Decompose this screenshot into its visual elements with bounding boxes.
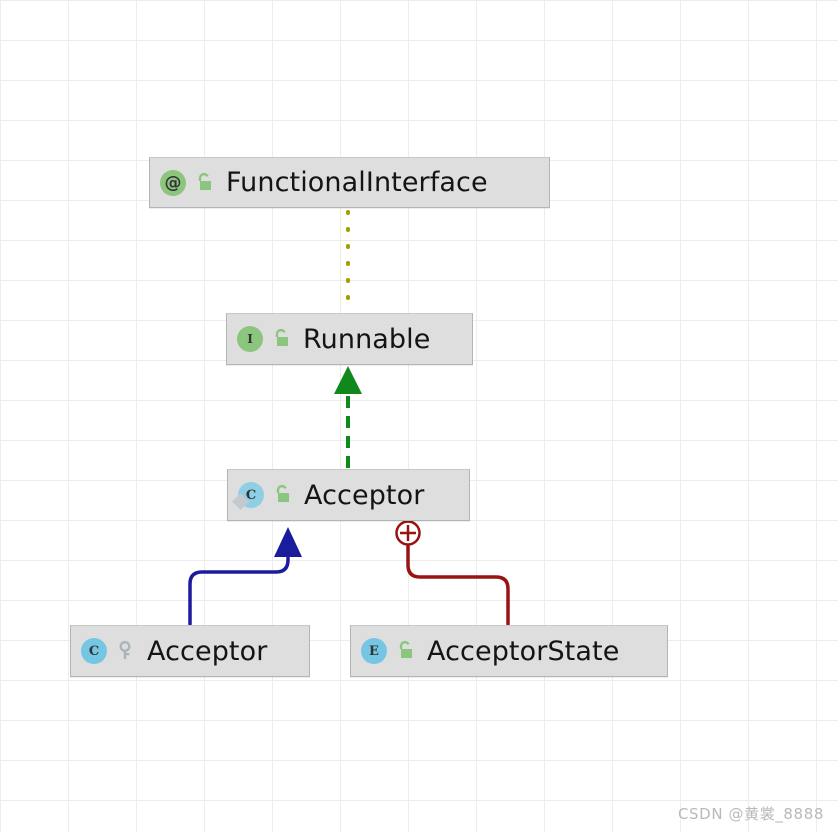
interface-icon: I (237, 326, 263, 352)
realization-arrowhead (334, 366, 362, 394)
class-icon: C (232, 482, 264, 510)
abstract-marker-icon (232, 493, 249, 510)
node-label: AcceptorState (427, 635, 620, 667)
node-runnable[interactable]: I Runnable (226, 313, 473, 365)
public-unlock-icon (194, 172, 214, 194)
enum-icon: E (361, 638, 387, 664)
node-label: Acceptor (304, 479, 425, 511)
node-label: Runnable (303, 323, 431, 355)
annotation-icon: @ (160, 169, 186, 196)
containment-circle (395, 520, 421, 546)
containment-line (406, 543, 510, 626)
node-acceptor-inner[interactable]: C Acceptor (70, 625, 310, 677)
public-unlock-icon (395, 640, 415, 662)
node-functional-interface[interactable]: @ FunctionalInterface (149, 157, 550, 208)
class-icon-glyph: C (81, 638, 107, 664)
enum-icon-glyph: E (361, 638, 387, 664)
generalization-arrowhead (274, 527, 302, 557)
public-unlock-icon (272, 484, 292, 506)
public-unlock-icon (271, 328, 291, 350)
annotation-icon-glyph: @ (160, 169, 186, 196)
node-label: Acceptor (147, 635, 268, 667)
node-acceptor-class[interactable]: C Acceptor (227, 469, 470, 521)
edge-realization[interactable] (334, 366, 362, 468)
private-key-icon (115, 640, 135, 662)
watermark: CSDN @黄裳_8888 (677, 805, 824, 823)
generalization-line (188, 556, 290, 626)
edge-containment[interactable] (395, 520, 510, 626)
node-label: FunctionalInterface (226, 167, 488, 198)
interface-icon-glyph: I (237, 326, 263, 352)
class-icon: C (81, 638, 107, 664)
node-acceptor-state[interactable]: E AcceptorState (350, 625, 668, 677)
edge-generalization[interactable] (188, 527, 302, 626)
